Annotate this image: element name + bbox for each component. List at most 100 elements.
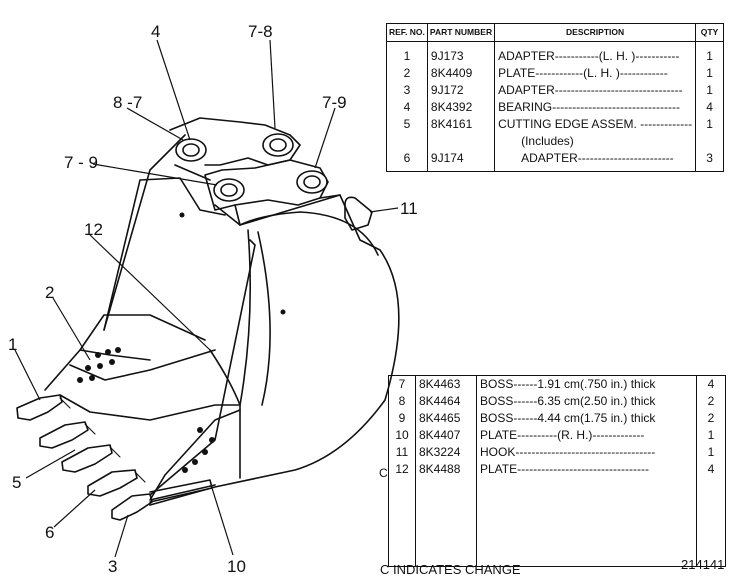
bucket-inner-line — [209, 349, 241, 406]
row-description: BOSS------1.91 cm(.750 in.) thick — [476, 375, 697, 393]
row-description: BOSS------6.35 cm(2.50 in.) thick — [476, 393, 697, 410]
row-description: PLATE--------------------------------- — [476, 461, 697, 478]
right-side-plate — [149, 409, 241, 501]
table-blank-row — [389, 478, 726, 567]
row-ref: 1 — [403, 49, 411, 63]
tooth-2 — [39, 421, 89, 449]
row-qty: 1 — [695, 82, 724, 99]
callout-12: 12 — [84, 220, 103, 239]
header-qty: QTY — [695, 23, 724, 42]
callout-2: 2 — [45, 283, 54, 302]
row-part: 8K4409 — [426, 65, 495, 82]
row-qty: 4 — [696, 461, 726, 478]
row-part: 8K4161 — [426, 116, 495, 133]
row-description: ADAPTER-----------(L. H. )----------- — [494, 41, 696, 65]
left-plate-front — [79, 314, 206, 351]
row-ref: 12 — [395, 462, 409, 476]
row-description: (Includes) — [494, 133, 696, 150]
row-ref: 11 — [395, 445, 409, 459]
row-ref: 8 — [398, 394, 406, 408]
row-ref: 4 — [403, 100, 411, 114]
row-part: 9J173 — [426, 41, 495, 65]
bucket-outline — [103, 134, 400, 506]
tooth-1 — [16, 394, 63, 421]
row-ref: 6 — [403, 151, 411, 165]
table-row: 11 8K3224 HOOK--------------------------… — [389, 444, 726, 461]
callout-5: 5 — [12, 473, 21, 492]
table-row: 10 8K4407 PLATE----------(R. H.)--------… — [389, 427, 726, 444]
callout-1: 1 — [8, 335, 17, 354]
table-row: (Includes) — [387, 133, 724, 150]
callout-11: 11 — [400, 199, 418, 218]
bracket-neck — [234, 194, 341, 226]
callout-6: 6 — [45, 523, 54, 542]
tooth-shadows — [59, 397, 146, 483]
row-ref: 7 — [398, 377, 406, 391]
adapter-right — [149, 479, 213, 503]
table-header-row: REF. NO. PART NUMBER DESCRIPTION QTY — [386, 23, 724, 42]
table-row: 6 9J174 ADAPTER------------------------ … — [387, 150, 724, 172]
row-part — [426, 133, 495, 150]
row-qty: 4 — [695, 99, 724, 116]
bucket-floor-curve — [239, 211, 379, 256]
right-plate-inner — [149, 239, 256, 496]
row-part: 9J174 — [426, 150, 495, 172]
bucket-back-curve — [239, 229, 252, 479]
row-part: 8K4465 — [415, 410, 477, 427]
hook — [344, 196, 373, 231]
tooth-5 — [111, 493, 153, 521]
parts-table-top: REF. NO. PART NUMBER DESCRIPTION QTY 1 9… — [386, 23, 724, 172]
illustration-number: 214141 — [681, 557, 725, 572]
row-description: PLATE------------(L. H. )------------ — [494, 65, 696, 82]
row-ref: 2 — [403, 66, 411, 80]
bucket-back-curve-2 — [257, 231, 271, 406]
parts-table-bottom: 7 8K4463 BOSS------1.91 cm(.750 in.) thi… — [388, 375, 726, 567]
row-part: 8K4392 — [426, 99, 495, 116]
row-qty: 4 — [696, 375, 726, 393]
table-row: 2 8K4409 PLATE------------(L. H. )------… — [387, 65, 724, 82]
row-ref: 9 — [398, 411, 406, 425]
bracket-upper — [169, 117, 301, 166]
row-qty: 1 — [695, 41, 724, 65]
change-legend: C INDICATES CHANGE — [380, 562, 521, 576]
row-description: BOSS------4.44 cm(1.75 in.) thick — [476, 410, 697, 427]
bracket-lower — [204, 159, 329, 211]
row-part: 8K4407 — [415, 427, 477, 444]
bolt-holes — [77, 212, 286, 473]
callout-8-7: 8 -7 — [113, 93, 142, 112]
row-description: BEARING-------------------------------- — [494, 99, 696, 116]
row-ref: 3 — [403, 83, 411, 97]
row-part: 9J172 — [426, 82, 495, 99]
left-side-plate — [103, 177, 226, 331]
table-row: 7 8K4463 BOSS------1.91 cm(.750 in.) thi… — [389, 375, 726, 393]
left-plate-bottom — [44, 349, 151, 391]
row-ref: 5 — [403, 117, 411, 131]
table-row: 12 8K4488 PLATE-------------------------… — [389, 461, 726, 478]
row-qty: 3 — [695, 150, 724, 172]
row-description: HOOK----------------------------------- — [476, 444, 697, 461]
row-qty: 1 — [696, 427, 726, 444]
callout-7-9-left: 7 - 9 — [64, 153, 98, 172]
row-qty — [695, 133, 724, 150]
table-row: 9 8K4465 BOSS------4.44 cm(1.75 in.) thi… — [389, 410, 726, 427]
row-description: ADAPTER------------------------ — [494, 150, 696, 172]
row-part: 8K3224 — [415, 444, 477, 461]
header-part: PART NUMBER — [426, 23, 495, 42]
row-description: PLATE----------(R. H.)------------- — [476, 427, 697, 444]
row-part: 8K4488 — [415, 461, 477, 478]
cutting-edge — [69, 349, 216, 381]
table-row: 5 8K4161 CUTTING EDGE ASSEM. -----------… — [387, 116, 724, 133]
cutting-edge-lower — [59, 394, 241, 421]
row-qty: 1 — [695, 65, 724, 82]
callout-7-9-right: 7-9 — [322, 93, 347, 112]
row-ref — [387, 133, 428, 150]
table-row: 3 9J172 ADAPTER-------------------------… — [387, 82, 724, 99]
tooth-4 — [87, 469, 138, 497]
row-description: CUTTING EDGE ASSEM. ------------- — [494, 116, 696, 133]
row-description: ADAPTER-------------------------------- — [494, 82, 696, 99]
callout-4: 4 — [151, 22, 160, 41]
tooth-3 — [61, 444, 113, 473]
header-description: DESCRIPTION — [494, 23, 696, 42]
